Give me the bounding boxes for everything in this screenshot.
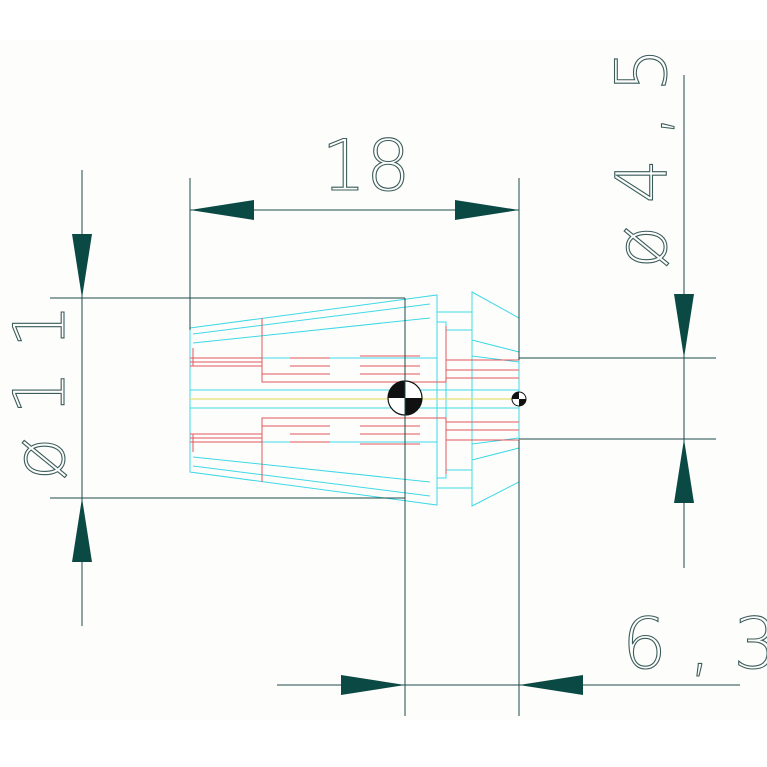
- dimension-outer-diameter: ø 1 1: [0, 170, 405, 626]
- hidden-slots: [190, 318, 519, 482]
- dimension-length: 18: [189, 124, 520, 360]
- arrowhead: [190, 200, 254, 220]
- dimension-bore-diameter: ø 4 , 5: [519, 47, 716, 568]
- dimension-label-outer-diameter: ø 1 1: [0, 304, 81, 480]
- arrowhead: [72, 234, 92, 298]
- dimension-label-length: 18: [321, 125, 410, 207]
- arrowhead: [341, 675, 405, 695]
- center-mark-small: [511, 391, 527, 407]
- arrowhead: [72, 498, 92, 562]
- drawing-sheet: [0, 40, 767, 720]
- arrowhead: [519, 675, 583, 695]
- dimension-nose-length: 6 , 3: [277, 298, 767, 716]
- dimension-label-bore-diameter: ø 4 , 5: [601, 48, 683, 269]
- arrowhead: [455, 200, 519, 220]
- dimension-label-nose-length: 6 , 3: [622, 603, 767, 685]
- arrowhead: [674, 439, 694, 503]
- arrowhead: [674, 294, 694, 358]
